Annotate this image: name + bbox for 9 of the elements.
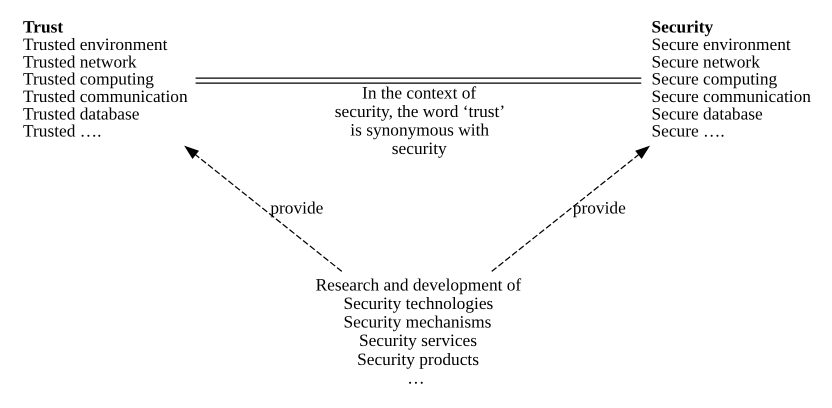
edge-label: provide — [270, 198, 324, 218]
node-text: Security Secure environment Secure network Secure computing Secure communication Secure database Secure …. — [652, 18, 811, 141]
arrow — [491, 146, 650, 272]
node-text: Research and development of Security technologies Security mechanisms Security services Security products … — [316, 275, 522, 388]
arrow — [184, 146, 342, 272]
edge-label: In the context of security, the word ‘trust’ is synonymous with security — [334, 83, 506, 158]
node-text: Trust Trusted environment Trusted network Trusted computing Trusted communication Trusted database Trusted …. — [23, 18, 188, 141]
connector — [196, 78, 642, 84]
edge-label: provide — [572, 198, 626, 218]
